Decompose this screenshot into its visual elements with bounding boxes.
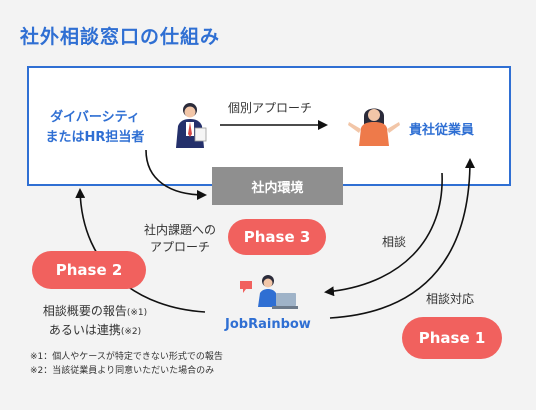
jobrainbow-operator-icon — [240, 275, 298, 309]
hr-label-line1: ダイバーシティ — [50, 110, 140, 125]
internal-issues-line2: アプローチ — [149, 240, 210, 254]
hr-node-label: ダイバーシティ またはHR担当者 — [30, 108, 160, 148]
hr-person-icon — [176, 103, 207, 148]
employee-icon — [348, 108, 400, 146]
footnotes: ※1：個人やケースが特定できない形式での報告 ※2：当該従業員より同意いただいた… — [30, 350, 223, 378]
individual-approach-label: 個別アプローチ — [228, 101, 313, 115]
internal-issues-line1: 社内課題への — [143, 223, 216, 237]
jobrainbow-node-label: JobRainbow — [225, 317, 311, 332]
phase3-badge: Phase 3 — [228, 219, 326, 255]
report-note1: (※1) — [126, 308, 148, 318]
phase1-badge: Phase 1 — [402, 317, 502, 359]
arrow-internal-issues — [145, 149, 207, 200]
employees-node-label: 貴社従業員 — [409, 123, 475, 138]
report-label: 相談概要の報告(※1) あるいは連携(※2) — [32, 303, 158, 341]
hr-label-line2: またはHR担当者 — [45, 130, 145, 145]
report-note2: (※2) — [120, 327, 142, 337]
footnote-1: ※1：個人やケースが特定できない形式での報告 — [30, 352, 223, 362]
report-line2: あるいは連携 — [48, 323, 121, 337]
page-title: 社外相談窓口の仕組み — [20, 26, 221, 48]
phase2-badge: Phase 2 — [32, 251, 146, 289]
arrow-consultation — [324, 172, 443, 297]
arrow-consultation-response — [329, 158, 475, 319]
report-line1: 相談概要の報告 — [42, 304, 127, 318]
consultation-response-label: 相談対応 — [426, 292, 475, 306]
footnote-2: ※2：当該従業員より同意いただいた場合のみ — [30, 366, 215, 376]
consultation-label: 相談 — [382, 235, 407, 249]
environment-label: 社内環境 — [212, 167, 343, 205]
internal-issues-label: 社内課題への アプローチ — [135, 222, 225, 256]
